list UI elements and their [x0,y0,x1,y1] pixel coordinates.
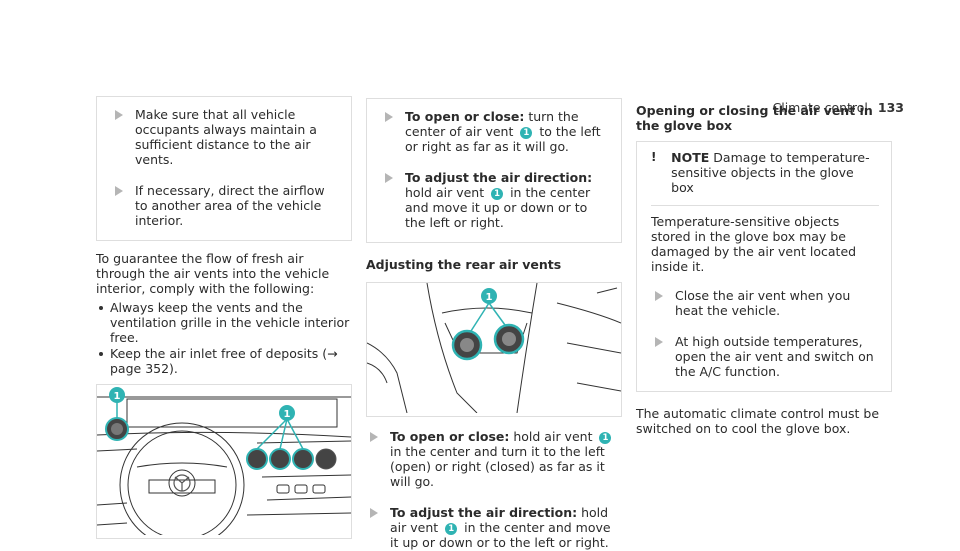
vent-cluster [105,417,337,470]
step-arrow-icon [370,432,378,442]
step-item: Close the air vent when you heat the veh… [651,288,879,318]
requirement-list: Always keep the vents and the ventilatio… [96,300,352,376]
svg-text:1: 1 [114,391,121,402]
column-3: Opening or closing the air vent in the g… [636,103,892,440]
instruction-box: Make sure that all vehicle occupants alw… [96,96,352,241]
callout-badge: 1 [445,523,458,535]
callout-badge: 1 [491,188,504,200]
column-2: To open or close: turn the center of air… [366,98,622,550]
note-body: Temperature-sensitive objects stored in … [651,214,857,274]
section-title: Climate control [772,100,868,115]
section-heading: Adjusting the rear air vents [366,257,562,272]
step-item: To open or close: turn the center of air… [381,109,609,154]
note-box: ! NOTE Damage to temperature-sensitive o… [636,141,892,392]
step-arrow-icon [385,173,393,183]
note-label: NOTE [671,150,710,165]
intro-paragraph: To guarantee the flow of fresh air throu… [96,251,330,296]
warning-icon: ! [651,150,657,164]
step-item: Make sure that all vehicle occupants alw… [111,107,339,167]
footer-paragraph: The automatic climate control must be sw… [636,406,880,436]
svg-text:1: 1 [486,292,493,303]
page-header: Climate control 133 [773,100,905,115]
section-heading: Opening or closing the air vent in the g… [636,103,873,133]
step-item: To open or close: hold air vent 1 in the… [366,429,622,489]
svg-text:1: 1 [284,409,291,420]
callout-badge: 1 [520,127,533,139]
step-item: If necessary, direct the airflow to anot… [111,183,339,228]
instruction-box: To open or close: turn the center of air… [366,98,622,243]
step-arrow-icon [385,112,393,122]
list-item: Keep the air inlet free of deposits (→ p… [96,346,352,376]
rear-vent-pair [451,323,525,361]
callout-badge: 1 [599,432,612,444]
list-item: Always keep the vents and the ventilatio… [96,300,352,345]
dashboard-vents-figure: 1 1 [96,384,352,548]
step-item: To adjust the air direction: hold air ve… [366,505,622,550]
page-number: 133 [877,100,904,115]
note-title: Damage to temperature-sensitive objects … [671,150,870,195]
column-1: Make sure that all vehicle occupants alw… [96,96,352,551]
step-arrow-icon [370,508,378,518]
step-item: To adjust the air direction: hold air ve… [381,170,609,230]
step-arrow-icon [655,291,663,301]
step-arrow-icon [115,110,123,120]
rear-vents-figure: 1 [366,282,622,417]
rear-vents-illustration: 1 [366,282,622,414]
step-arrow-icon [115,186,123,196]
dashboard-illustration: 1 1 [96,387,352,548]
step-item: At high outside temperatures, open the a… [651,334,879,379]
step-arrow-icon [655,337,663,347]
